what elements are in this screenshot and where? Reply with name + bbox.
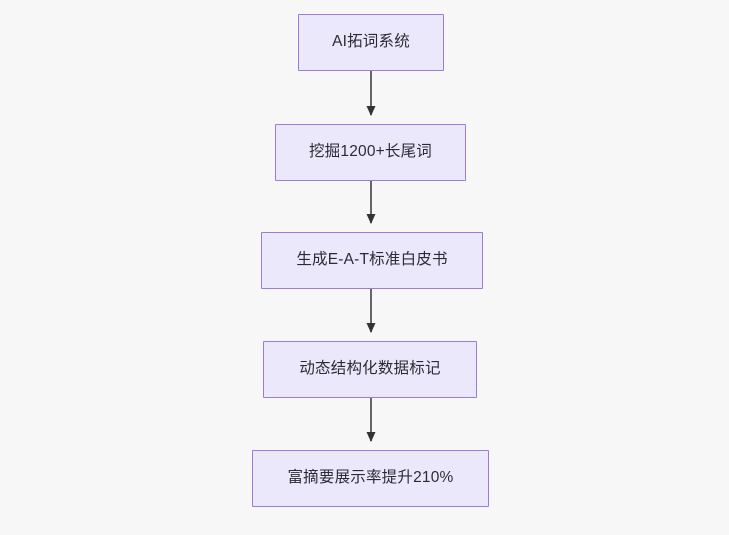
flowchart-node-n4[interactable]: 动态结构化数据标记 — [263, 341, 477, 398]
flowchart-node-n5[interactable]: 富摘要展示率提升210% — [252, 450, 489, 507]
node-label: 生成E-A-T标准白皮书 — [296, 251, 448, 269]
flowchart-node-n1[interactable]: AI拓词系统 — [298, 14, 444, 71]
node-label: 富摘要展示率提升210% — [287, 469, 454, 487]
flowchart-node-n3[interactable]: 生成E-A-T标准白皮书 — [261, 232, 483, 289]
node-label: 挖掘1200+长尾词 — [308, 143, 433, 161]
flowchart-node-n2[interactable]: 挖掘1200+长尾词 — [275, 124, 466, 181]
node-label: 动态结构化数据标记 — [299, 360, 441, 378]
node-label: AI拓词系统 — [332, 33, 410, 51]
